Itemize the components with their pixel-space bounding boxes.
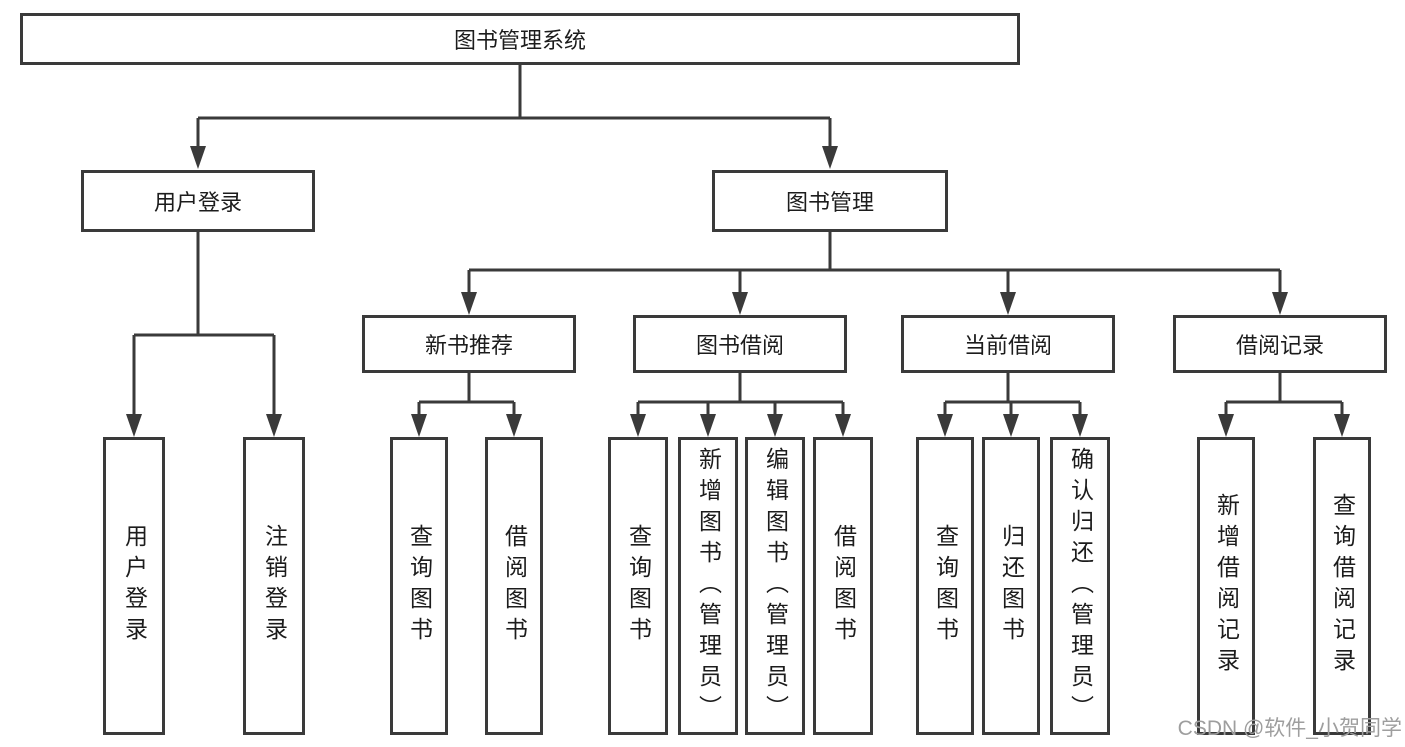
leaf-current-return-books: 归还图书: [982, 437, 1040, 735]
leaf-current-return-books-label: 归还图书: [998, 524, 1025, 648]
leaf-current-confirm-return-admin: 确认归还（管理员）: [1050, 437, 1110, 735]
node-book-borrow: 图书借阅: [633, 315, 847, 373]
leaf-borrow-add-books-admin: 新增图书（管理员）: [678, 437, 738, 735]
connector-root-to-level1: [190, 65, 838, 169]
leaf-newbook-query-books-label: 查询图书: [406, 524, 433, 648]
node-user-login: 用户登录: [81, 170, 315, 232]
leaf-current-confirm-return-admin-label: 确认归还（管理员）: [1067, 446, 1094, 726]
leaf-borrow-borrow-books-label: 借阅图书: [830, 524, 857, 648]
node-book-management-label: 图书管理: [785, 190, 874, 215]
leaf-records-add-record-label: 新增借阅记录: [1213, 493, 1240, 679]
connector-current-borrow-children: [937, 373, 1088, 437]
leaf-user-login-label: 用户登录: [121, 524, 148, 648]
leaf-records-query-record-label: 查询借阅记录: [1329, 493, 1356, 679]
node-current-borrow-label: 当前借阅: [963, 333, 1052, 358]
leaf-records-query-record: 查询借阅记录: [1313, 437, 1371, 735]
node-book-borrow-label: 图书借阅: [695, 333, 784, 358]
node-book-management: 图书管理: [712, 170, 948, 232]
node-borrow-record: 借阅记录: [1173, 315, 1387, 373]
node-new-book-recommend: 新书推荐: [362, 315, 576, 373]
node-current-borrow: 当前借阅: [901, 315, 1115, 373]
connector-book-borrow-children: [630, 373, 851, 437]
leaf-newbook-borrow-books-label: 借阅图书: [501, 524, 528, 648]
leaf-newbook-query-books: 查询图书: [390, 437, 448, 735]
leaf-logout: 注销登录: [243, 437, 305, 735]
leaf-borrow-add-books-admin-label: 新增图书（管理员）: [695, 446, 722, 726]
watermark: CSDN @软件_小贺同学: [1177, 717, 1402, 740]
node-root-label: 图书管理系统: [453, 28, 586, 53]
leaf-borrow-query-books-label: 查询图书: [625, 524, 652, 648]
leaf-borrow-query-books: 查询图书: [608, 437, 668, 735]
connector-borrow-record-children: [1218, 373, 1350, 437]
leaf-newbook-borrow-books: 借阅图书: [485, 437, 543, 735]
node-borrow-record-label: 借阅记录: [1235, 333, 1324, 358]
leaf-user-login: 用户登录: [103, 437, 165, 735]
connector-user-login-children: [126, 232, 282, 437]
node-root: 图书管理系统: [20, 13, 1020, 65]
connector-book-mgmt-children: [461, 232, 1288, 315]
node-new-book-recommend-label: 新书推荐: [424, 333, 513, 358]
leaf-current-query-books: 查询图书: [916, 437, 974, 735]
connector-new-book-children: [411, 373, 522, 437]
leaf-logout-label: 注销登录: [261, 524, 288, 648]
leaf-records-add-record: 新增借阅记录: [1197, 437, 1255, 735]
leaf-borrow-edit-books-admin: 编辑图书（管理员）: [745, 437, 805, 735]
leaf-current-query-books-label: 查询图书: [932, 524, 959, 648]
leaf-borrow-edit-books-admin-label: 编辑图书（管理员）: [762, 446, 789, 726]
leaf-borrow-borrow-books: 借阅图书: [813, 437, 873, 735]
node-user-login-label: 用户登录: [153, 190, 242, 215]
